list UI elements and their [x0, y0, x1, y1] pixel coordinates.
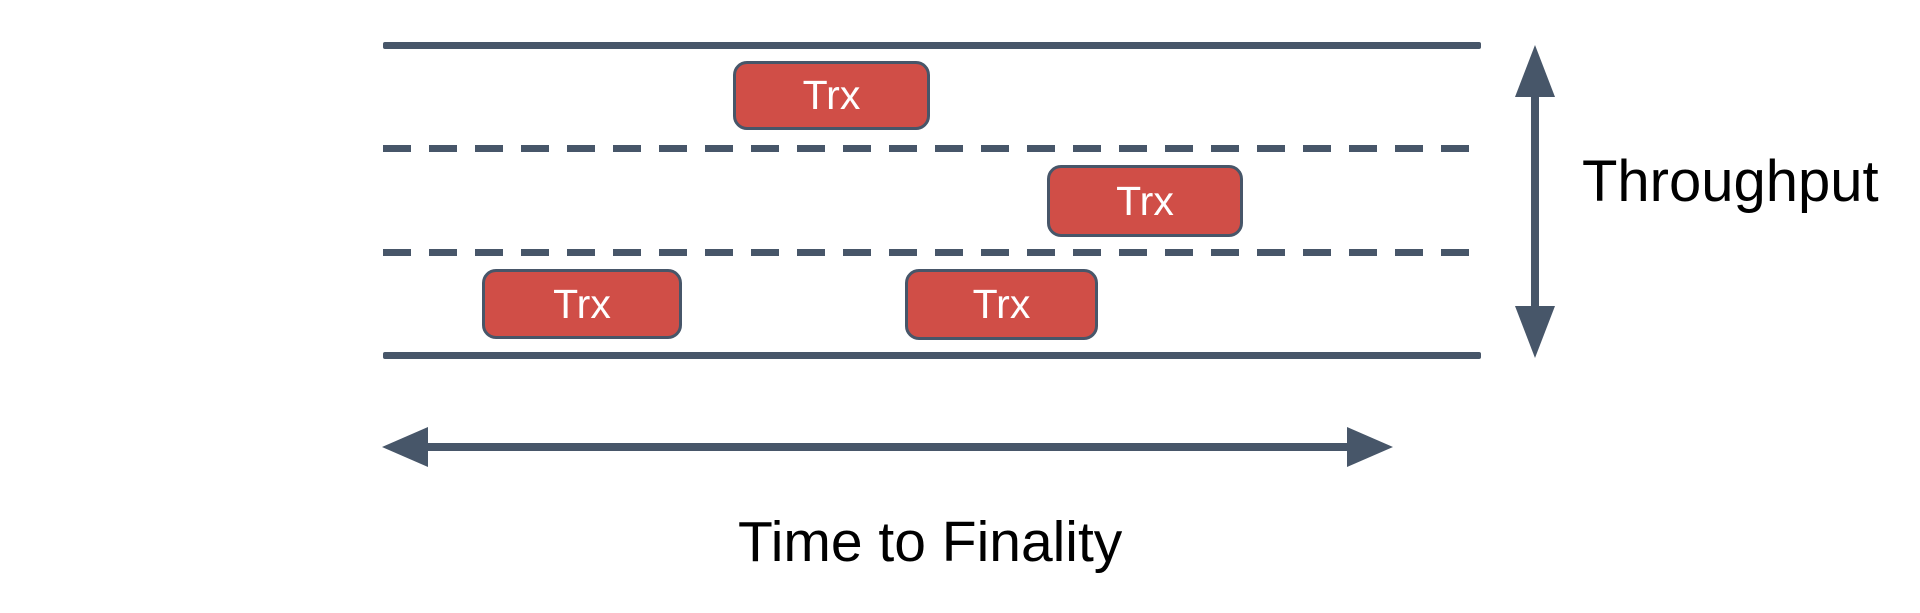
- lane-divider-1: [383, 145, 1481, 152]
- time-to-finality-label: Time to Finality: [738, 510, 1123, 574]
- lane-divider-2: [383, 249, 1481, 256]
- transaction-box-lane3-right: Trx: [905, 269, 1098, 340]
- road-bottom-line: [383, 352, 1481, 359]
- road-top-line: [383, 42, 1481, 49]
- throughput-double-arrow-icon: [1515, 45, 1555, 358]
- transaction-label: Trx: [1116, 177, 1174, 224]
- throughput-label: Throughput: [1582, 149, 1879, 214]
- transaction-label: Trx: [802, 72, 861, 118]
- transaction-box-lane1: Trx: [733, 61, 930, 130]
- transaction-box-lane3-left: Trx: [482, 269, 682, 339]
- transaction-box-lane2: Trx: [1047, 165, 1243, 237]
- transaction-label: Trx: [553, 280, 611, 327]
- transaction-label: Trx: [972, 281, 1031, 327]
- time-to-finality-double-arrow-icon: [382, 427, 1393, 467]
